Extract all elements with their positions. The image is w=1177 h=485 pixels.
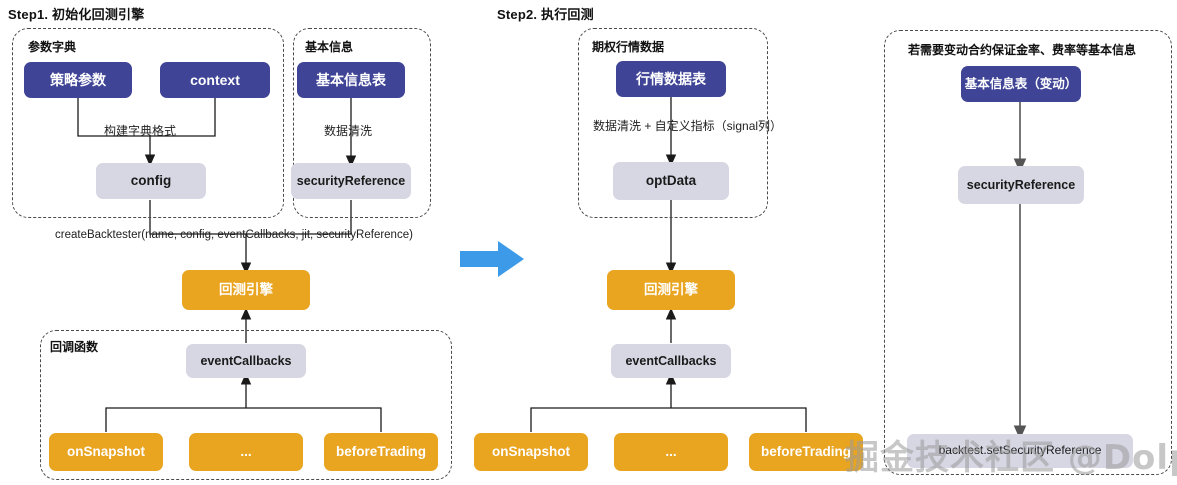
node-backtest-engine-2-label: 回测引擎 (644, 282, 698, 298)
node-before-trading-1[interactable]: beforeTrading (324, 433, 438, 471)
node-basic-info-table-changed-label: 基本信息表（变动） (964, 76, 1078, 91)
edge-label-build-dict-format: 构建字典格式 (104, 124, 177, 138)
node-event-callbacks-1[interactable]: eventCallbacks (186, 344, 306, 378)
group-option-quote-label: 期权行情数据 (592, 40, 665, 54)
node-backtest-engine-1-label: 回测引擎 (219, 282, 273, 298)
node-config[interactable]: config (96, 163, 206, 199)
node-backtest-engine-1[interactable]: 回测引擎 (182, 270, 310, 310)
node-on-snapshot-2-label: onSnapshot (492, 444, 570, 460)
node-basic-info-table[interactable]: 基本信息表 (297, 62, 405, 98)
node-security-reference[interactable]: securityReference (291, 163, 411, 199)
node-ellipsis-1-label: ... (240, 444, 252, 460)
step1-title: Step1. 初始化回测引擎 (8, 7, 145, 22)
node-security-reference-label: securityReference (296, 173, 406, 188)
group-change-basic (884, 30, 1172, 475)
step2-title: Step2. 执行回测 (497, 7, 594, 22)
node-set-security-reference-label: backtest.setSecurityReference (938, 443, 1102, 458)
node-opt-data[interactable]: optData (613, 162, 729, 200)
node-before-trading-2[interactable]: beforeTrading (749, 433, 863, 471)
node-basic-info-table-label: 基本信息表 (316, 71, 386, 88)
edge-label-data-clean: 数据清洗 (324, 124, 373, 138)
node-before-trading-2-label: beforeTrading (760, 444, 851, 460)
node-backtest-engine-2[interactable]: 回测引擎 (607, 270, 735, 310)
node-ellipsis-2-label: ... (665, 444, 677, 460)
node-quote-data-table-label: 行情数据表 (636, 70, 706, 87)
node-strategy-params-label: 策略参数 (50, 71, 106, 88)
node-ellipsis-1[interactable]: ... (189, 433, 303, 471)
node-context[interactable]: context (160, 62, 270, 98)
node-event-callbacks-1-label: eventCallbacks (200, 353, 292, 368)
node-context-label: context (190, 71, 240, 88)
edge-label-create-backtester: createBacktester(name, config, eventCall… (55, 229, 413, 241)
group-param-dict (12, 28, 284, 218)
node-quote-data-table[interactable]: 行情数据表 (616, 61, 726, 97)
node-security-reference-2[interactable]: securityReference (958, 166, 1084, 204)
group-change-basic-label: 若需要变动合约保证金率、费率等基本信息 (908, 43, 1137, 57)
node-before-trading-1-label: beforeTrading (335, 444, 426, 460)
node-config-label: config (130, 173, 172, 189)
node-on-snapshot-1-label: onSnapshot (67, 444, 145, 460)
node-event-callbacks-2-label: eventCallbacks (625, 353, 717, 368)
group-callback-fns-label: 回调函数 (50, 340, 99, 354)
node-on-snapshot-1[interactable]: onSnapshot (49, 433, 163, 471)
node-security-reference-2-label: securityReference (966, 177, 1076, 192)
group-param-dict-label: 参数字典 (28, 40, 77, 54)
watermark-text: 掘金技术社区 @DolphinDB (845, 438, 1177, 478)
node-ellipsis-2[interactable]: ... (614, 433, 728, 471)
edge-label-clean-plus-signal: 数据清洗 + 自定义指标（signal列） (593, 119, 783, 133)
node-basic-info-table-changed[interactable]: 基本信息表（变动） (961, 66, 1081, 102)
group-basic-info-label: 基本信息 (305, 40, 354, 54)
node-on-snapshot-2[interactable]: onSnapshot (474, 433, 588, 471)
node-set-security-reference[interactable]: backtest.setSecurityReference (907, 434, 1133, 468)
node-event-callbacks-2[interactable]: eventCallbacks (611, 344, 731, 378)
step-transition-arrow-icon (460, 241, 524, 277)
group-basic-info (293, 28, 431, 218)
node-strategy-params[interactable]: 策略参数 (24, 62, 132, 98)
node-opt-data-label: optData (645, 173, 697, 189)
group-callback-fns (40, 330, 452, 480)
group-option-quote (578, 28, 768, 218)
